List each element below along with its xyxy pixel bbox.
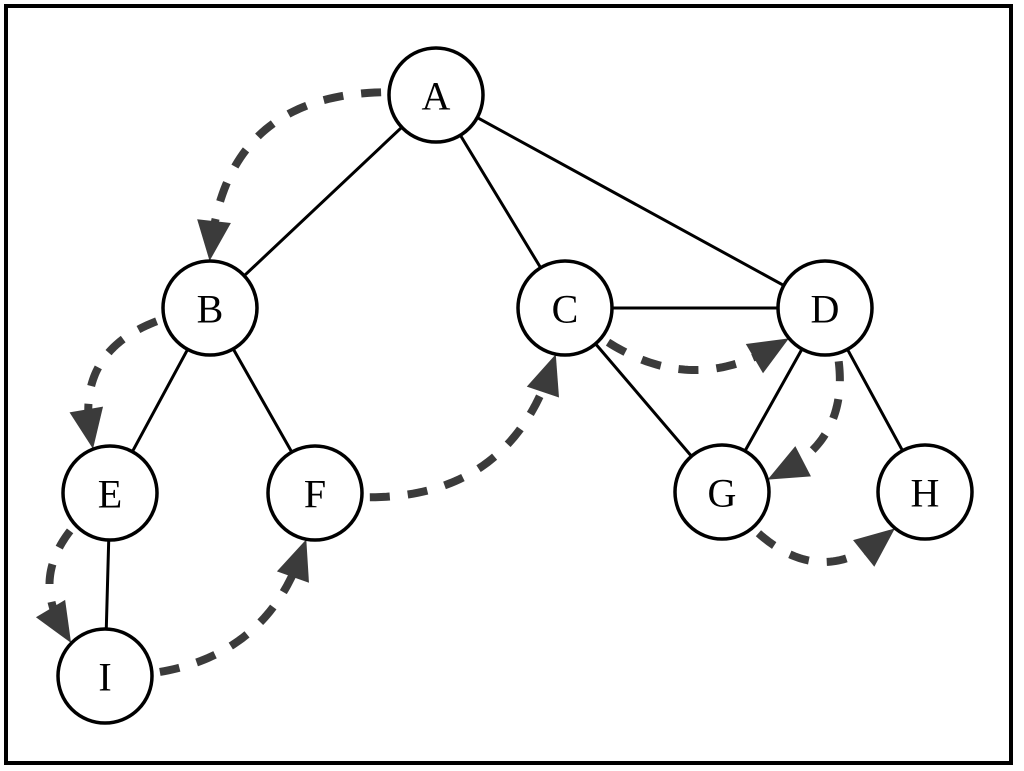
graph-edge-d-g — [742, 346, 805, 454]
edge-layer — [104, 115, 905, 632]
traversal-edge-b-e — [84, 317, 159, 434]
node-circle-g[interactable] — [673, 443, 771, 541]
arrowhead-e-i-icon — [35, 599, 72, 643]
graph-node-f[interactable]: F — [266, 444, 364, 542]
graph-node-g[interactable]: G — [673, 443, 771, 541]
graph-edge-e-i — [104, 537, 111, 632]
arrowhead-i-f-icon — [276, 539, 309, 583]
graph-node-h[interactable]: H — [876, 443, 974, 541]
graph-node-d[interactable]: D — [776, 259, 874, 357]
node-layer: A B C D E F G H I — [56, 46, 974, 725]
arrowhead-d-g-icon — [767, 446, 811, 480]
graph-edge-a-c — [458, 132, 543, 271]
node-circle-a[interactable] — [387, 46, 485, 144]
graph-node-c[interactable]: C — [516, 259, 614, 357]
traversal-edge-c-d — [605, 338, 778, 375]
node-label-i: I — [98, 655, 111, 700]
graph-node-b[interactable]: B — [161, 259, 259, 357]
arrowhead-g-h-icon — [853, 528, 895, 567]
node-label-h: H — [911, 471, 940, 516]
node-circle-e[interactable] — [61, 444, 159, 542]
traversal-path-layer — [35, 88, 895, 676]
graph-node-e[interactable]: E — [61, 444, 159, 542]
graph-edge-a-d — [474, 115, 787, 288]
arrowhead-f-c-icon — [526, 354, 559, 398]
traversal-edge-f-c — [369, 368, 555, 502]
graph-edge-b-e — [130, 346, 190, 455]
graph-edge-d-h — [845, 346, 905, 454]
node-circle-h[interactable] — [876, 443, 974, 541]
node-circle-i[interactable] — [56, 627, 154, 725]
node-label-g: G — [708, 471, 737, 516]
graph-node-i[interactable]: I — [56, 627, 154, 725]
node-label-b: B — [197, 287, 224, 332]
node-circle-d[interactable] — [776, 259, 874, 357]
node-label-e: E — [98, 472, 122, 517]
graph-edge-c-g — [593, 341, 694, 459]
traversal-edge-a-b — [207, 88, 382, 246]
traversal-edge-i-f — [159, 553, 305, 676]
graph-node-a[interactable]: A — [387, 46, 485, 144]
graph-edge-b-f — [231, 346, 294, 455]
node-circle-f[interactable] — [266, 444, 364, 542]
graph-edge-a-b — [241, 125, 405, 278]
node-circle-c[interactable] — [516, 259, 614, 357]
node-label-f: F — [304, 472, 326, 517]
arrowhead-a-b-icon — [197, 219, 231, 261]
arrowhead-c-d-icon — [745, 338, 789, 374]
node-label-d: D — [811, 287, 840, 332]
node-circle-b[interactable] — [161, 259, 259, 357]
node-label-c: C — [552, 287, 579, 332]
figure-border — [4, 4, 1013, 765]
node-label-a: A — [422, 74, 451, 119]
arrowhead-b-e-icon — [69, 406, 104, 449]
